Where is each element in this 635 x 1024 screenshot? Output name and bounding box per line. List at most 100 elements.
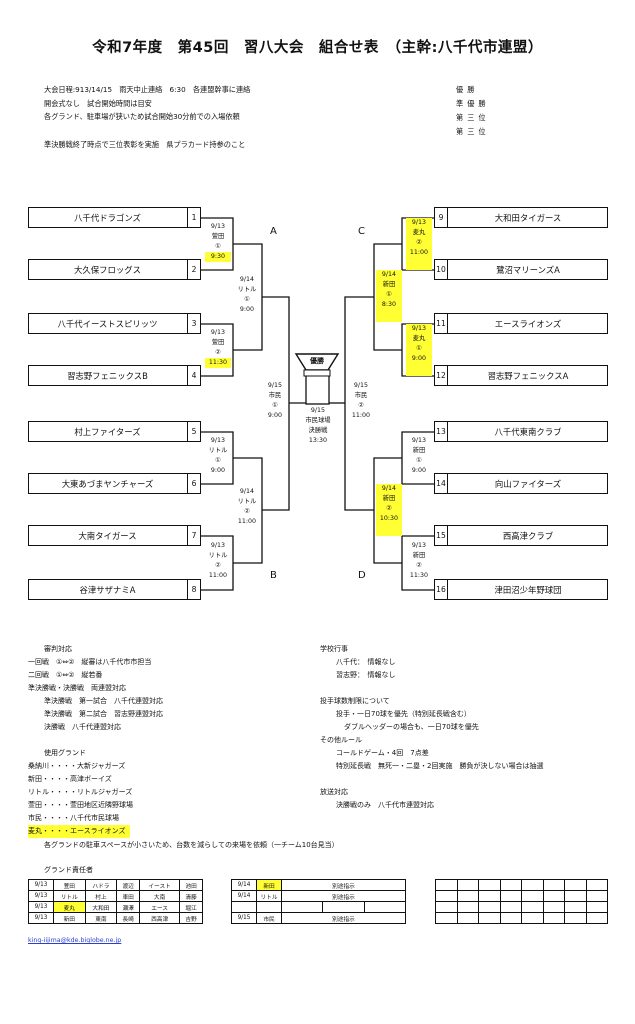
ground-kayada: 萱田・・・・萱田地区近隣野球場 [28, 801, 133, 809]
team-box-15: 15 西高津クラブ [434, 525, 608, 546]
match-date: 9/13 [210, 329, 226, 336]
match-time: 9:30 [205, 252, 231, 262]
school-yachiyo: 八千代： 情報なし [336, 658, 396, 666]
match-slot: ② [416, 239, 422, 246]
match-info-sf2: 9/15 市民 ② 11:00 [348, 381, 374, 421]
grounds-heading: 使用グランド [44, 749, 86, 757]
team-number: 4 [187, 366, 200, 385]
team-name: 大久保フロッグス [74, 264, 141, 275]
match-date: 9/13 [210, 223, 226, 230]
team-number: 12 [435, 366, 448, 385]
team-number: 5 [187, 422, 200, 441]
team-name: 村上ファイターズ [74, 426, 141, 437]
team-number: 7 [187, 526, 200, 545]
block-label-b: B [270, 570, 277, 581]
match-date: 9/15 [310, 407, 326, 414]
pitch-limit-1: 投手・一日70球を優先（特別延長戦含む） [336, 710, 471, 718]
referee-round2: 二回戦 ①⇔② 縦若番 [28, 671, 103, 679]
match-date: 9/13 [411, 542, 427, 549]
contact-email-link[interactable]: king-iijima@kde.biglobe.ne.jp [28, 937, 122, 944]
team-number: 9 [435, 208, 448, 227]
match-date: 9/14 [239, 276, 255, 283]
referee-heading: 審判対応 [44, 645, 72, 653]
match-slot: ② [416, 562, 422, 569]
school-narashino: 習志野： 情報なし [336, 671, 396, 679]
match-slot: ① [215, 457, 221, 464]
broadcast-heading: 放送対応 [320, 788, 348, 796]
team-name: 八千代イーストスピリッツ [57, 318, 158, 329]
note-schedule: 大会日程:913/14/15 雨天中止連絡 6:30 各連盟幹事に連絡 [44, 85, 251, 94]
match-time: 9:00 [210, 467, 226, 474]
match-slot: ② [386, 505, 392, 512]
match-ground: リトル [208, 552, 228, 559]
match-date: 9/13 [411, 219, 427, 226]
match-slot: ① [386, 291, 392, 298]
match-ground: 萱田 [211, 233, 225, 240]
match-info-sf1: 9/15 市民 ① 9:00 [262, 381, 288, 421]
match-round: 決勝戦 [308, 427, 328, 434]
team-name: 大東あづまヤンチャーズ [61, 478, 154, 489]
match-slot: ① [244, 296, 250, 303]
match-date: 9/13 [411, 437, 427, 444]
match-info-r2a: 9/14 リトル ① 9:00 [234, 275, 260, 315]
team-number: 3 [187, 314, 200, 333]
match-date: 9/14 [381, 485, 397, 492]
team-name: 谷津サザナミA [79, 584, 136, 595]
match-time: 9:00 [239, 306, 255, 313]
match-info-final: 9/15 市民球場 決勝戦 13:30 [300, 406, 336, 446]
result-runner-up: 準優勝 [456, 99, 490, 108]
match-ground: 麦丸 [412, 229, 426, 236]
team-number: 15 [435, 526, 448, 545]
match-time: 13:30 [308, 437, 328, 444]
match-time: 9:00 [267, 412, 283, 419]
team-name: 西高津クラブ [502, 530, 554, 541]
match-slot: ② [358, 402, 364, 409]
supervisor-table-3 [435, 879, 608, 924]
match-slot: ① [416, 457, 422, 464]
match-info-r2c: 9/14 新田 ① 8:30 [376, 270, 402, 322]
block-label-c: C [358, 226, 365, 237]
match-info-4: 9/13 リトル ② 11:00 [205, 541, 231, 581]
school-heading: 学校行事 [320, 645, 348, 653]
result-third-2: 第三位 [456, 127, 490, 136]
table-row [435, 912, 608, 924]
match-info-r2d: 9/14 新田 ② 10:30 [376, 484, 402, 536]
match-info-7: 9/13 新田 ① 9:00 [406, 436, 432, 476]
extra-innings-rule: 特別延長戦 無死一・二塁・2回実施 勝負が決しない場合は抽選 [336, 762, 544, 770]
referee-round1: 一回戦 ①⇔② 縦審は八千代市市担当 [28, 658, 152, 666]
match-slot: ② [215, 562, 221, 569]
match-ground: 新田 [382, 495, 396, 502]
match-info-1: 9/13 萱田 ① 9:30 [205, 222, 231, 262]
pitch-limit-2: ダブルヘッダーの場合も、一日70球を優先 [344, 723, 479, 731]
match-time: 9:00 [411, 467, 427, 474]
note-opening: 開会式なし 試合開始時間は目安 [44, 99, 152, 108]
ground-supervisor-title: グランド責任者 [44, 866, 93, 874]
team-box-3: 八千代イーストスピリッツ 3 [28, 313, 201, 334]
block-label-d: D [358, 570, 366, 581]
match-date: 9/13 [411, 325, 427, 332]
page-title: 令和7年度 第45回 習八大会 組合せ表 （主幹:八千代市連盟） [92, 40, 543, 56]
match-time: 10:30 [379, 515, 399, 522]
other-rules-heading: その他ルール [320, 736, 362, 744]
match-ground: リトル [237, 498, 257, 505]
team-name: 八千代ドラゴンズ [74, 212, 141, 223]
match-slot: ① [416, 345, 422, 352]
match-time: 11:00 [208, 572, 228, 579]
referee-final: 決勝戦 八千代連盟対応 [44, 723, 121, 731]
team-name: 八千代東南クラブ [494, 426, 562, 437]
result-third-1: 第三位 [456, 113, 490, 122]
team-name: 津田沼少年野球団 [494, 584, 562, 595]
team-number: 11 [435, 314, 448, 333]
called-game-rule: コールドゲーム・4回 7点差 [336, 749, 429, 757]
match-date: 9/13 [210, 542, 226, 549]
